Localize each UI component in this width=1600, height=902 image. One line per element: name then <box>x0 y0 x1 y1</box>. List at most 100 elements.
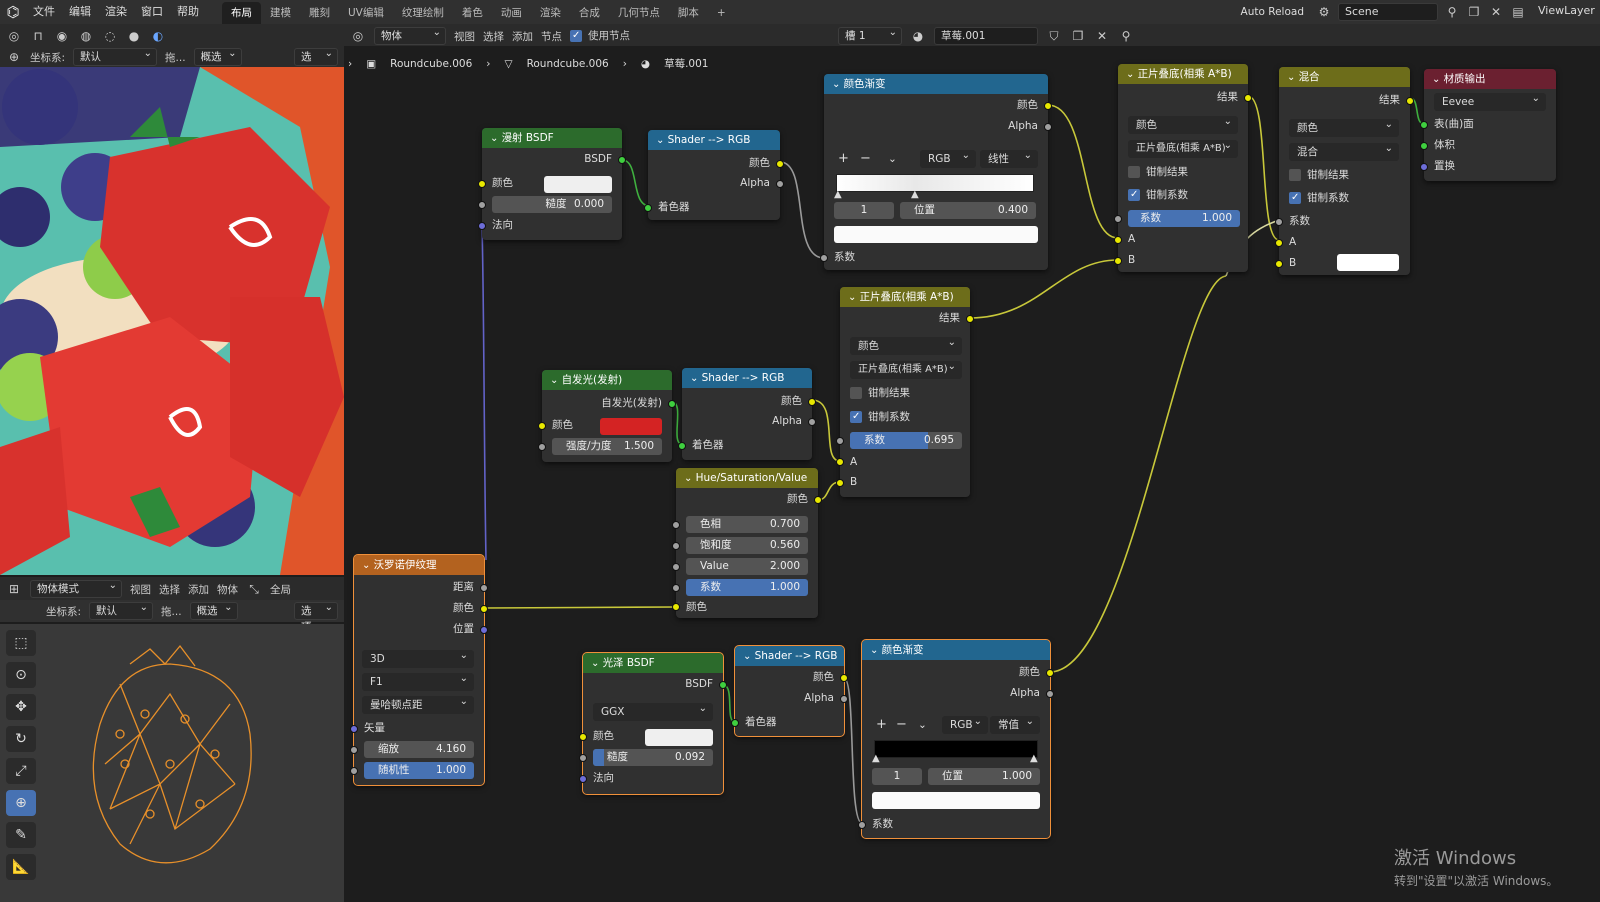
factor-input-socket[interactable] <box>1114 215 1122 223</box>
tab-modeling[interactable]: 建模 <box>270 7 291 19</box>
result-output-socket[interactable] <box>1406 97 1414 105</box>
shader-input-socket[interactable] <box>678 442 686 450</box>
node-header[interactable]: Hue/Saturation/Value <box>676 468 818 488</box>
node-menu-view[interactable]: 视图 <box>454 30 475 43</box>
material-output-node[interactable]: 材质输出 Eevee 表(曲)面 体积 置换 <box>1420 69 1556 181</box>
ramp-stop-handle-icon[interactable]: ▲ <box>872 753 880 764</box>
position-output-socket[interactable] <box>480 626 488 634</box>
auto-reload-label[interactable]: Auto Reload <box>1240 6 1304 18</box>
saturation-input-socket[interactable] <box>672 542 680 550</box>
duplicate-material-icon[interactable]: ❐ <box>1072 29 1084 43</box>
vp-coord-dropdown[interactable]: 默认 <box>89 600 154 620</box>
b-input-socket[interactable] <box>1114 257 1122 265</box>
unlink-material-icon[interactable]: ✕ <box>1096 29 1108 43</box>
menu-edit[interactable]: 编辑 <box>69 5 91 18</box>
node-header[interactable]: 正片叠底(相乘 A*B) <box>840 287 970 307</box>
alpha-output-socket[interactable] <box>1046 690 1054 698</box>
stop-color-swatch[interactable] <box>834 226 1038 243</box>
diffuse-bsdf-node[interactable]: 漫射 BSDF BSDF 颜色 糙度0.000 法向 <box>478 128 626 240</box>
color-output-socket[interactable] <box>814 496 822 504</box>
node-header[interactable]: 自发光(发射) <box>542 370 672 390</box>
shader-input-socket[interactable] <box>731 719 739 727</box>
result-output-socket[interactable] <box>1244 94 1252 102</box>
node-menu-add[interactable]: 添加 <box>512 30 533 43</box>
voronoi-texture-node[interactable]: 沃罗诺伊纹理 距离 颜色 位置 3D F1 曼哈顿点距 矢量 缩放4.160 随… <box>350 554 488 786</box>
vp-pivot-dropdown[interactable]: 概选 <box>189 600 238 620</box>
tab-animation[interactable]: 动画 <box>500 7 522 19</box>
mix-node[interactable]: 混合 结果 颜色 混合 钳制结果 钳制系数 系数 A B <box>1275 67 1414 275</box>
tab-sculpting[interactable]: 雕刻 <box>309 7 330 19</box>
scene-icon[interactable]: ⚙ <box>1318 5 1330 19</box>
menu-help[interactable]: 帮助 <box>177 5 199 18</box>
select-box-icon[interactable]: ⬚ <box>6 630 36 656</box>
shader-type-dropdown[interactable]: 物体 <box>374 25 446 45</box>
strength-input-socket[interactable] <box>538 443 546 451</box>
clamp-factor-checkbox[interactable]: 钳制系数 <box>1128 187 1188 203</box>
node-header[interactable]: Shader --> RGB <box>735 646 844 666</box>
ramp-interpolation-dropdown[interactable]: 线性 <box>980 147 1038 168</box>
material-name-field[interactable]: 草莓.001 <box>934 27 1038 45</box>
clamp-result-checkbox[interactable]: 钳制结果 <box>850 385 910 401</box>
shader-to-rgb-node[interactable]: Shader --> RGB 颜色 Alpha 着色器 <box>731 645 848 737</box>
ramp-menu-chevron-icon[interactable]: ⌄ <box>888 153 897 165</box>
distance-metric-dropdown[interactable]: 曼哈顿点距 <box>362 693 474 714</box>
color-output-socket[interactable] <box>1046 669 1054 677</box>
slot-dropdown[interactable]: 槽 1 <box>838 25 902 45</box>
snap-icon[interactable]: ⊓ <box>33 29 43 43</box>
node-header[interactable]: 沃罗诺伊纹理 <box>354 555 484 575</box>
node-header[interactable]: 正片叠底(相乘 A*B) <box>1118 64 1248 84</box>
vp-drag-label[interactable]: 拖... <box>161 605 182 618</box>
breadcrumb-object[interactable]: Roundcube.006 <box>390 57 473 70</box>
ramp-interpolation-dropdown[interactable]: 常值 <box>990 713 1040 734</box>
drag-label[interactable]: 拖... <box>165 51 186 64</box>
add-stop-button[interactable]: + <box>876 717 887 732</box>
blend-mode-dropdown[interactable]: 混合 <box>1289 140 1399 161</box>
color-output-socket[interactable] <box>480 605 488 613</box>
material-icon[interactable]: ◕ <box>912 29 924 43</box>
factor-input-socket[interactable] <box>836 437 844 445</box>
coord-dropdown[interactable]: 默认 <box>73 46 158 66</box>
viewlayer-field[interactable]: ViewLayer <box>1538 4 1595 17</box>
fac-input-socket[interactable] <box>858 821 866 829</box>
pin-node-icon[interactable]: ⚲ <box>1121 29 1131 43</box>
node-menu-select[interactable]: 选择 <box>483 30 504 43</box>
node-header[interactable]: 材质输出 <box>1424 69 1556 89</box>
ramp-stop-handle-icon[interactable]: ▲ <box>834 189 842 200</box>
multiply-mix-node[interactable]: 正片叠底(相乘 A*B) 结果 颜色 正片叠底(相乘 A*B) 钳制结果 钳制系… <box>1114 64 1252 272</box>
glossy-bsdf-node[interactable]: 光泽 BSDF BSDF GGX 颜色 糙度0.092 法向 <box>579 652 727 795</box>
color-ramp-node[interactable]: 颜色渐变 颜色 Alpha + − ⌄ RGB 常值 ▲ ▲ 1 位置1.000… <box>858 639 1054 839</box>
cursor-icon[interactable]: ⊙ <box>6 662 36 688</box>
node-header[interactable]: 颜色渐变 <box>862 640 1050 660</box>
new-scene-icon[interactable]: ❐ <box>1468 5 1480 19</box>
clamp-result-checkbox[interactable]: 钳制结果 <box>1289 167 1349 183</box>
color-input-socket[interactable] <box>579 733 587 741</box>
node-editor-type-icon[interactable]: ◎ <box>352 29 364 43</box>
shading-wire-icon[interactable]: ◌ <box>104 29 116 43</box>
ramp-stop-index[interactable]: 1 <box>872 768 922 785</box>
hue-input-socket[interactable] <box>672 521 680 529</box>
factor-input-socket[interactable] <box>672 584 680 592</box>
node-header[interactable]: 混合 <box>1279 67 1410 87</box>
overlay-icon[interactable]: ◍ <box>80 29 92 43</box>
blend-mode-dropdown[interactable]: 正片叠底(相乘 A*B) <box>1128 137 1238 158</box>
data-type-dropdown[interactable]: 颜色 <box>1128 113 1238 134</box>
node-header[interactable]: Shader --> RGB <box>682 368 812 388</box>
tab-uv-editing[interactable]: UV编辑 <box>348 7 384 19</box>
color-ramp-node[interactable]: 颜色渐变 颜色 Alpha + − ⌄ RGB 线性 ▲ ▲ 1 位置0.400… <box>820 74 1052 270</box>
viewport-menu-view[interactable]: 视图 <box>130 583 151 596</box>
mode-dropdown[interactable]: 物体模式 <box>30 578 122 598</box>
menu-file[interactable]: 文件 <box>33 5 55 18</box>
scale-input-socket[interactable] <box>350 746 358 754</box>
tab-layout[interactable]: 布局 <box>222 2 261 24</box>
data-type-dropdown[interactable]: 颜色 <box>850 334 962 355</box>
shader-input-socket[interactable] <box>644 204 652 212</box>
color-ramp-gradient[interactable] <box>874 740 1038 758</box>
a-input-socket[interactable] <box>836 458 844 466</box>
